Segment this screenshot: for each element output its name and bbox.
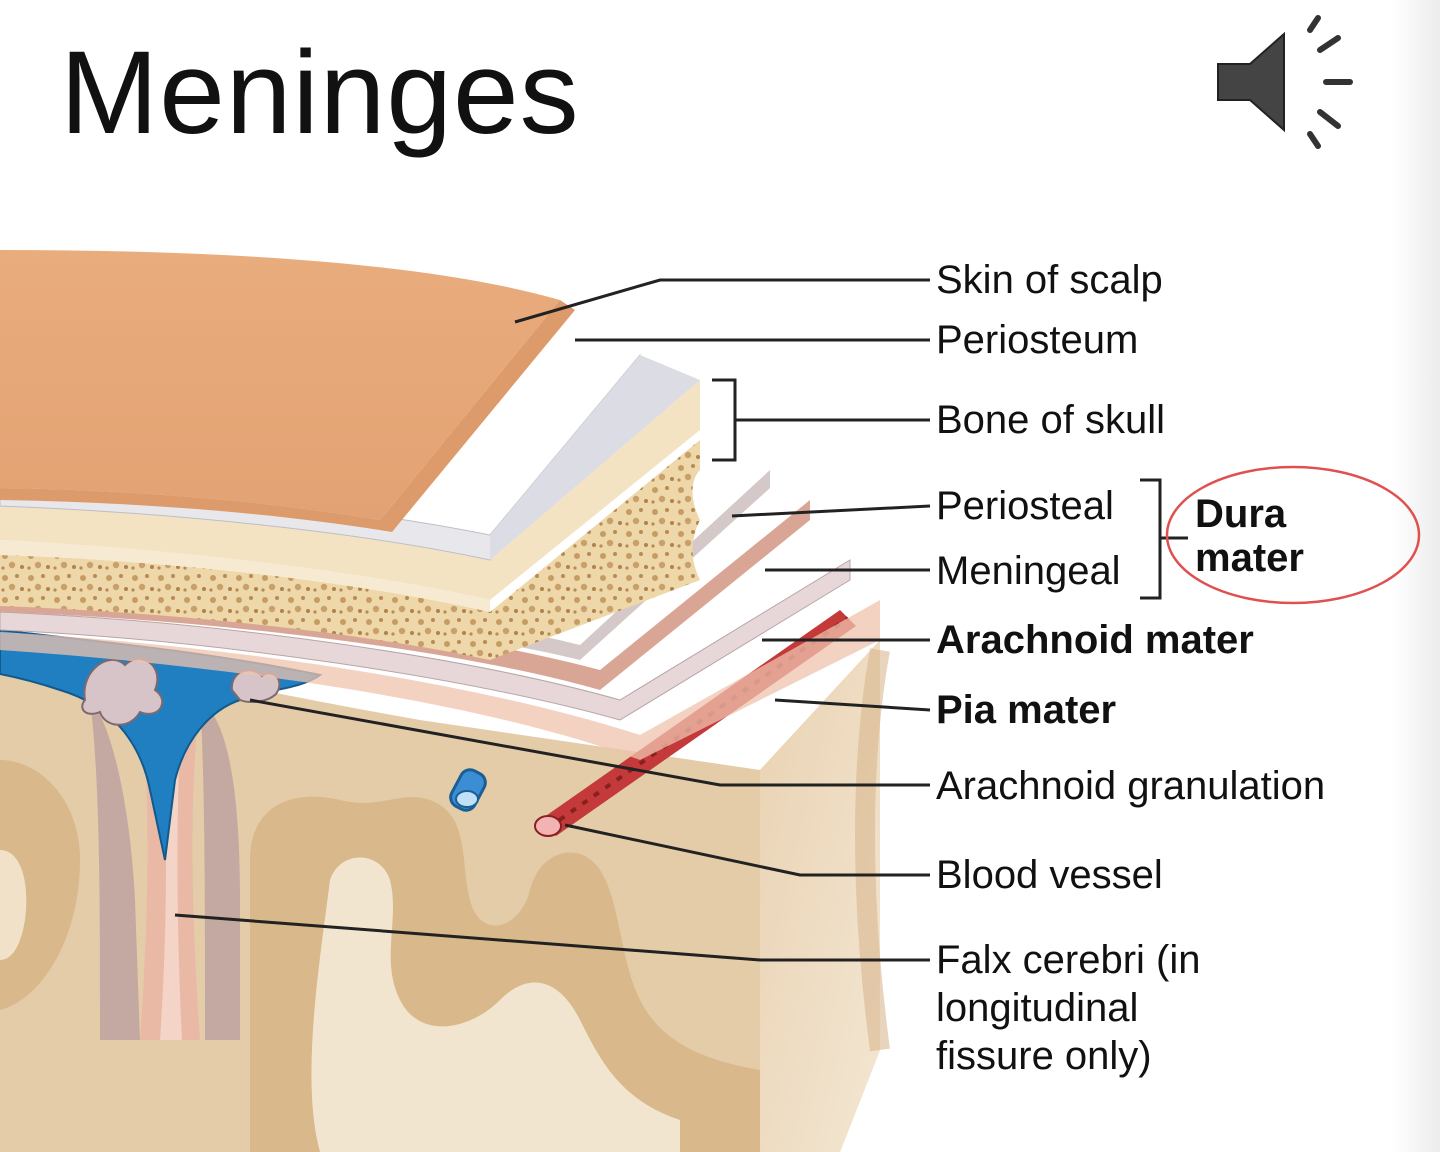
dura-mater-highlight-circle — [1165, 465, 1421, 605]
label-falx-cerebri: Falx cerebri (in longitudinal fissure on… — [936, 938, 1201, 1078]
speaker-volume-icon[interactable] — [1210, 12, 1370, 152]
label-pia-mater: Pia mater — [936, 688, 1117, 732]
label-skin-of-scalp: Skin of scalp — [936, 258, 1163, 302]
label-arachnoid-mater: Arachnoid mater — [936, 618, 1254, 662]
label-blood-vessel: Blood vessel — [936, 853, 1163, 897]
label-periosteal: Periosteal — [936, 484, 1114, 528]
skin-of-scalp — [0, 250, 560, 520]
label-periosteum: Periosteum — [936, 318, 1139, 362]
slide-title: Meninges — [60, 27, 580, 159]
bone-of-skull — [0, 380, 700, 660]
arachnoid-granulations — [81, 658, 281, 726]
brain-tissue — [0, 640, 890, 1152]
label-meningeal: Meningeal — [936, 549, 1121, 593]
leader-lines — [174, 278, 1188, 962]
label-bone-of-skull: Bone of skull — [936, 398, 1166, 442]
right-edge-shade — [1392, 0, 1440, 1152]
label-dura-mater: Dura mater — [1195, 492, 1304, 580]
label-arachnoid-granulation: Arachnoid granulation — [936, 764, 1326, 808]
